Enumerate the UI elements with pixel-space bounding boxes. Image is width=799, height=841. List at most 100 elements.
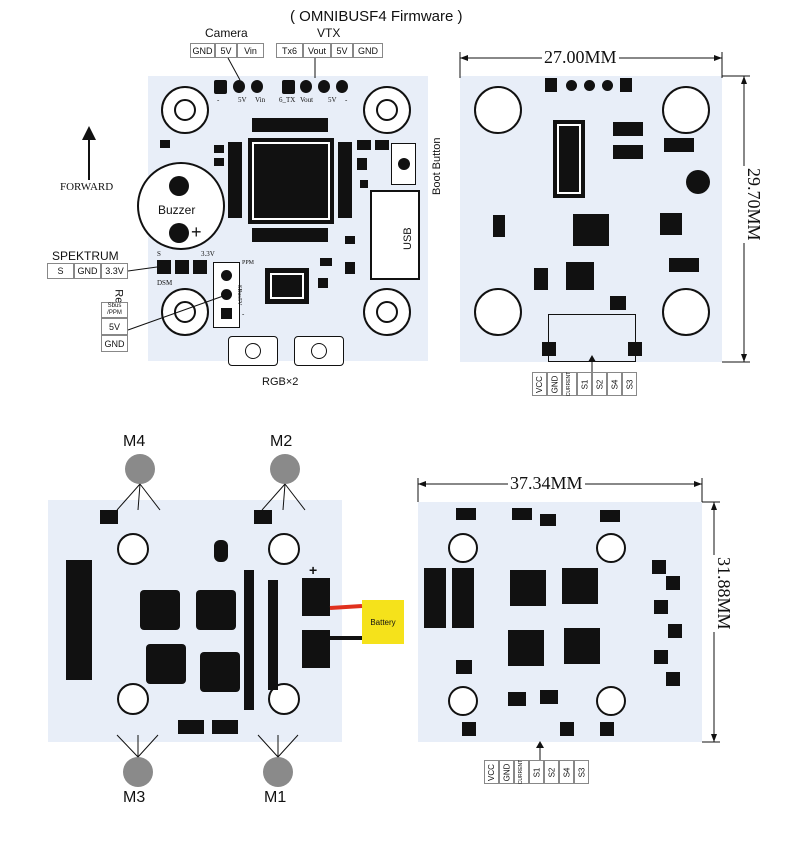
mount-hole <box>662 288 710 336</box>
smd-part <box>540 514 556 526</box>
battery-label: Battery <box>370 617 396 627</box>
smd-part <box>560 722 574 736</box>
smd-part <box>660 213 682 235</box>
receiver-pin-5v: 5V <box>101 318 128 335</box>
pad <box>566 80 577 91</box>
smd-part <box>178 720 204 734</box>
battery-pad-pos <box>302 578 330 616</box>
silk-camera-5v: 5V <box>238 96 247 104</box>
smd-part <box>357 158 367 170</box>
buzzer-plus: + <box>191 222 202 242</box>
smd-part <box>613 145 643 159</box>
smd-part <box>610 296 626 310</box>
silk-vtx-vout: Vout <box>300 96 314 104</box>
esc-pin-vcc: VCC <box>532 372 547 396</box>
mosfet <box>140 590 180 630</box>
motor-m2 <box>270 454 300 484</box>
motor-m4-label: M4 <box>123 433 146 450</box>
spektrum-pad-gnd <box>175 260 189 274</box>
silk-dsm: DSM <box>157 279 173 287</box>
receiver-pin-sbus: Sbus /PPM <box>101 302 128 318</box>
motor-pad <box>448 686 478 716</box>
pad <box>602 80 613 91</box>
smd-part <box>652 560 666 574</box>
esc-pin-gnd: GND <box>547 372 562 396</box>
smd-part <box>452 568 474 628</box>
mount-hole-tl-inner <box>174 99 196 121</box>
receiver-pin-gnd: GND <box>101 335 128 352</box>
silk-rx-gnd: - <box>242 310 245 318</box>
mosfet <box>200 652 240 692</box>
silk-camera-gnd: - <box>217 96 220 104</box>
esc-pin-current: CURRENT <box>514 760 529 784</box>
motor-pad <box>268 533 300 565</box>
vtx-pin-tx6: Tx6 <box>276 43 303 58</box>
dim-top-height: 29.70MM <box>743 166 764 243</box>
esc-pin-s2: S2 <box>544 760 559 784</box>
smd-part <box>664 138 694 152</box>
osd-chip-outline <box>270 273 304 299</box>
smd-part <box>254 510 272 524</box>
smd-part <box>600 722 614 736</box>
smd-part <box>320 258 332 266</box>
motor-m2-label: M2 <box>270 433 293 450</box>
mosfet <box>196 590 236 630</box>
esc-pin-s1: S1 <box>529 760 544 784</box>
smd-part <box>462 722 476 736</box>
vtx-pad-tx <box>282 80 295 94</box>
silk-spek-s: S <box>157 250 161 258</box>
mount-hole-bl <box>161 288 209 336</box>
mount-hole <box>474 288 522 336</box>
smd-part <box>540 690 558 704</box>
mount-hole <box>474 86 522 134</box>
smd-part <box>534 268 548 290</box>
esc-pin-vcc: VCC <box>484 760 499 784</box>
silk-camera-vin: Vin <box>255 96 266 104</box>
dim-bottom-height: 31.88MM <box>713 555 734 632</box>
forward-label: FORWARD <box>60 181 114 193</box>
motor-pad <box>117 683 149 715</box>
smd-part <box>375 140 389 150</box>
motor-m3-label: M3 <box>123 789 146 806</box>
driver-chip <box>562 568 598 604</box>
smd-column <box>268 580 278 690</box>
silk-ppm: PPM <box>242 260 255 266</box>
esc-pin-s3: S3 <box>574 760 589 784</box>
vtx-pad-gnd <box>336 80 348 93</box>
smd-part <box>345 262 355 274</box>
smd-part <box>100 510 118 524</box>
battery-plus: + <box>309 562 318 578</box>
spektrum-pad-33v <box>193 260 207 274</box>
receiver-pad-gnd <box>221 308 232 319</box>
mcu-chip <box>248 138 334 224</box>
esc-pin-s4: S4 <box>559 760 574 784</box>
smd-part <box>214 158 224 166</box>
smd-part <box>345 236 355 244</box>
pad <box>545 78 557 92</box>
buzzer-label: Buzzer <box>158 203 196 217</box>
mount-hole-tr-inner <box>376 99 398 121</box>
spektrum-pad-s <box>157 260 171 274</box>
dim-bottom-width: 37.34MM <box>508 473 585 494</box>
camera-pad-vin <box>251 80 263 93</box>
motor-m1 <box>263 757 293 787</box>
vtx-title: VTX <box>317 26 341 40</box>
pad <box>620 78 632 92</box>
esc-pin-s4: S4 <box>607 372 622 396</box>
smd-part <box>357 140 371 150</box>
header-strip-right <box>338 142 352 218</box>
boot-button-cap <box>398 158 410 170</box>
battery-minus: - <box>311 654 316 670</box>
vtx-pad-vout <box>300 80 312 93</box>
silk-vtx-tx: 6_TX <box>279 96 296 104</box>
camera-pin-vin: Vin <box>237 43 264 58</box>
smd-part <box>508 692 526 706</box>
smd-column <box>244 570 254 710</box>
driver-chip <box>510 570 546 606</box>
vtx-pin-vout: Vout <box>303 43 331 58</box>
camera-pad-gnd <box>214 80 227 94</box>
motor-m3 <box>123 757 153 787</box>
pad <box>584 80 595 91</box>
driver-chip <box>564 628 600 664</box>
buzzer-pad-neg <box>169 176 189 196</box>
